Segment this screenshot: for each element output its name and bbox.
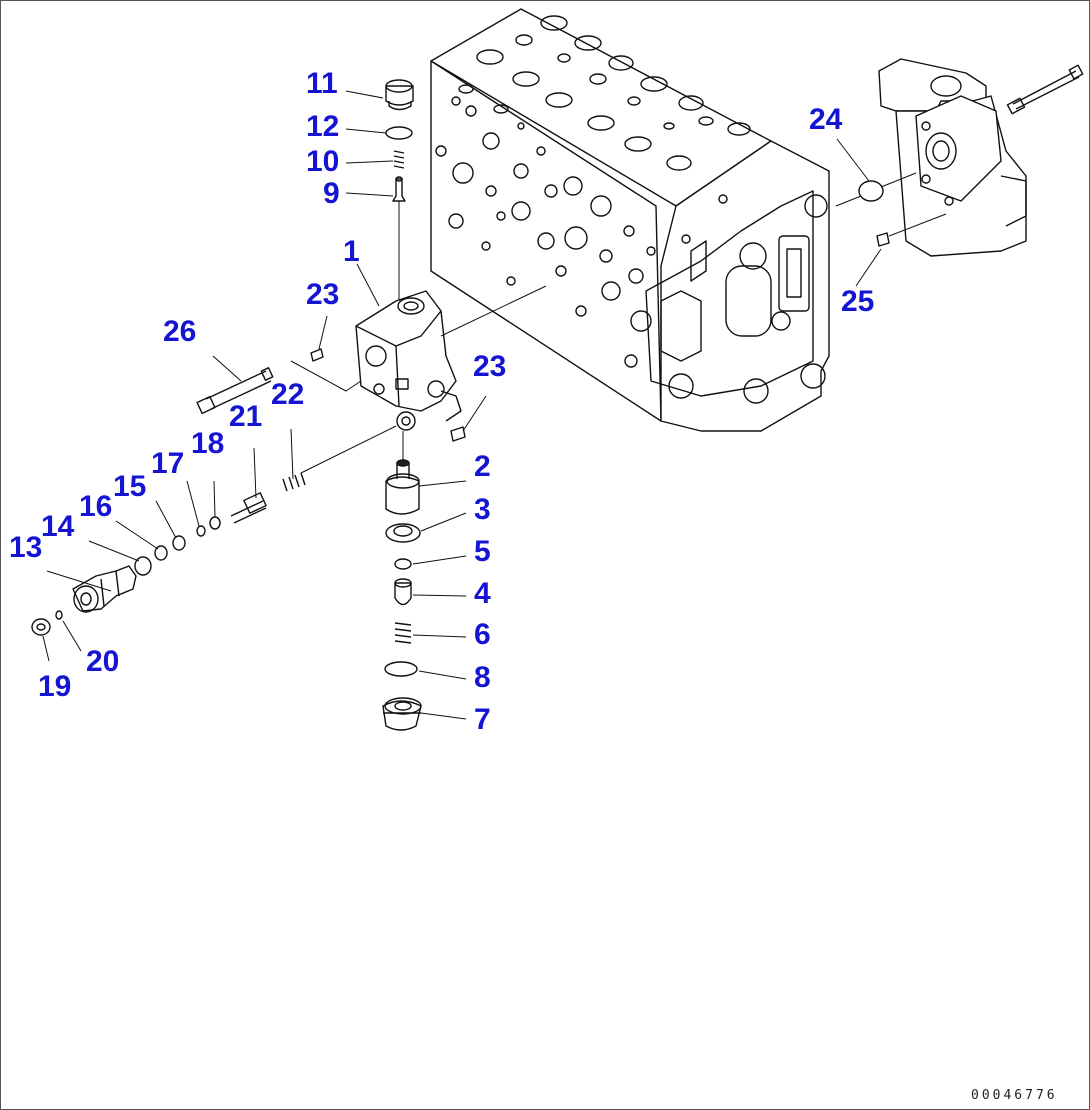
callout-17: 17 [151, 447, 184, 480]
callout-13: 13 [9, 531, 42, 564]
callout-19: 19 [38, 670, 71, 703]
right-end-cover [878, 58, 1084, 257]
valve-block-1 [355, 290, 462, 431]
callout-2: 2 [474, 450, 491, 483]
main-valve-body [430, 8, 830, 432]
callout-18: 18 [191, 427, 224, 460]
callout-labels: 11 12 10 9 1 23 26 22 21 18 17 15 16 14 … [9, 67, 874, 736]
callout-4: 4 [474, 577, 491, 610]
callout-5: 5 [474, 535, 491, 568]
callout-1: 1 [343, 235, 360, 268]
callout-23-lower: 23 [473, 350, 506, 383]
callout-24: 24 [809, 103, 843, 136]
drawing-number: 00046776 [971, 1088, 1058, 1103]
callout-6: 6 [474, 618, 491, 651]
callout-9: 9 [323, 177, 340, 210]
callout-12: 12 [306, 110, 339, 143]
callout-23-upper: 23 [306, 278, 339, 311]
spool-parts-stack [382, 459, 422, 731]
callout-7: 7 [474, 703, 491, 736]
callout-3: 3 [474, 493, 491, 526]
callout-14: 14 [41, 510, 75, 543]
assembly-lines [290, 172, 947, 474]
callout-15: 15 [113, 470, 146, 503]
callout-25: 25 [841, 285, 874, 318]
callout-16: 16 [79, 490, 112, 523]
callout-22: 22 [271, 378, 304, 411]
callout-21: 21 [229, 400, 262, 433]
top-parts-stack [385, 79, 414, 202]
callout-10: 10 [306, 145, 339, 178]
callout-11: 11 [306, 67, 338, 100]
callout-20: 20 [86, 645, 119, 678]
callout-26: 26 [163, 315, 196, 348]
leader-lines [42, 90, 882, 720]
callout-8: 8 [474, 661, 491, 694]
